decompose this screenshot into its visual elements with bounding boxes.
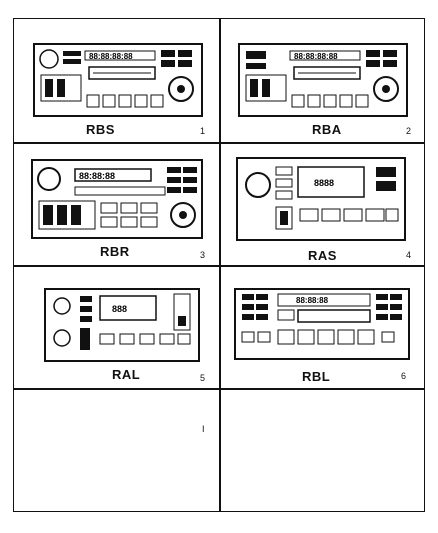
radio-rbs-illustration: 88:88:88:88 [33,43,203,117]
callout-number: I [202,424,205,434]
radio-rbr-illustration: 88:88:88 [31,159,203,239]
radio-code-label: RBA [312,122,342,137]
grid-row-divider [14,265,424,267]
radio-rbl-illustration: 88:88:88 [234,288,410,360]
svg-text:88:88:88:88: 88:88:88:88 [89,52,133,61]
svg-text:88:88:88: 88:88:88 [296,296,329,305]
radio-ral-illustration: 888 [44,288,200,362]
svg-text:88:88:88:88: 88:88:88:88 [294,52,338,61]
grid-row-divider [14,388,424,390]
radio-ras-illustration: 8888 [236,157,406,241]
radio-rba-illustration: 88:88:88:88 [238,43,408,117]
radio-cell-rbl[interactable]: 88:88:88 RBL 6 [220,266,425,389]
svg-text:8888: 8888 [314,178,334,188]
callout-number: 4 [406,250,412,260]
radio-cell-rba[interactable]: 88:88:88:88 RBA 2 [220,19,425,142]
radio-cell-ras[interactable]: 8888 RAS 4 [220,143,425,266]
callout-number: 2 [406,126,412,136]
radio-code-label: RAL [112,367,141,382]
radio-code-label: RBL [302,369,331,384]
empty-cell [220,389,425,512]
callout-number: 1 [200,126,206,136]
svg-text:88:88:88: 88:88:88 [79,171,115,181]
grid-row-divider [14,142,424,144]
callout-number: 6 [401,371,407,381]
radio-cell-rbr[interactable]: 88:88:88 RBR 3 [14,143,219,266]
empty-cell: I [14,389,219,512]
callout-number: 3 [200,250,206,260]
radio-code-label: RBS [86,122,115,137]
radio-code-label: RAS [308,248,337,263]
radio-cell-rbs[interactable]: 88:88:88:88 RBS 1 [14,19,219,142]
radio-code-label: RBR [100,244,130,259]
radio-cell-ral[interactable]: 888 RAL 5 [14,266,219,389]
svg-text:888: 888 [112,304,127,314]
parts-illustration-sheet: 88:88:88:88 RBS 1 88:88:88 [13,18,425,512]
callout-number: 5 [200,373,206,383]
